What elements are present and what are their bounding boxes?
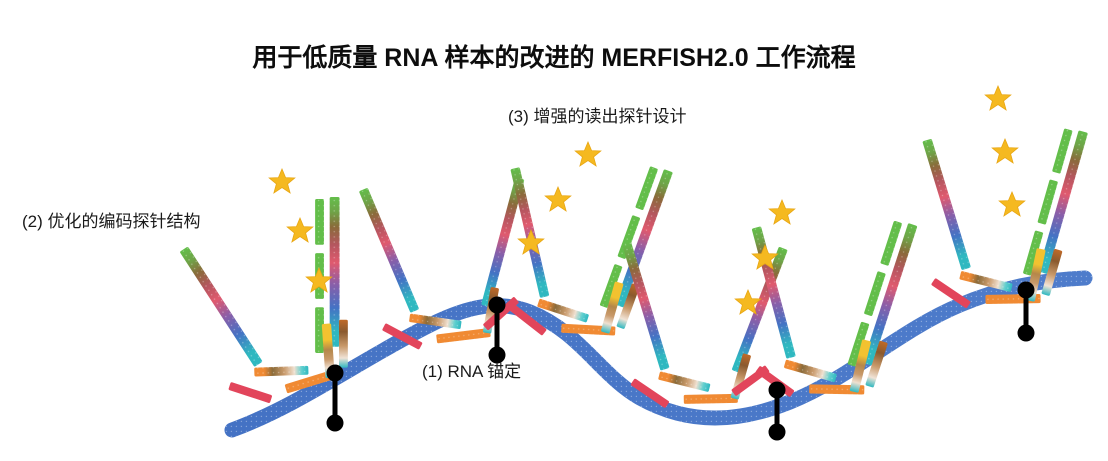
- figure-title: 用于低质量 RNA 样本的改进的 MERFISH2.0 工作流程: [252, 43, 855, 72]
- anchor-node: [326, 414, 344, 432]
- anchor-node: [488, 346, 506, 364]
- annotation-rna-anchoring: (1) RNA 锚定: [422, 362, 521, 381]
- annotation-encoding-probe: (2) 优化的编码探针结构: [22, 212, 201, 231]
- anchor-node: [768, 381, 786, 399]
- anchor-node: [1017, 324, 1035, 342]
- rna-anchors: [326, 281, 1035, 441]
- rna-anchor: [326, 364, 344, 432]
- rna-anchor: [488, 296, 506, 364]
- rna-anchor: [1017, 281, 1035, 342]
- anchor-node: [326, 364, 344, 382]
- anchor-node: [488, 296, 506, 314]
- anchor-node: [1017, 281, 1035, 299]
- annotation-readout-probe: (3) 增强的读出探针设计: [508, 107, 687, 126]
- rna-anchor: [768, 381, 786, 441]
- anchor-node: [768, 423, 786, 441]
- annotation-labels: (1) RNA 锚定 (2) 优化的编码探针结构 (3) 增强的读出探针设计: [22, 107, 687, 381]
